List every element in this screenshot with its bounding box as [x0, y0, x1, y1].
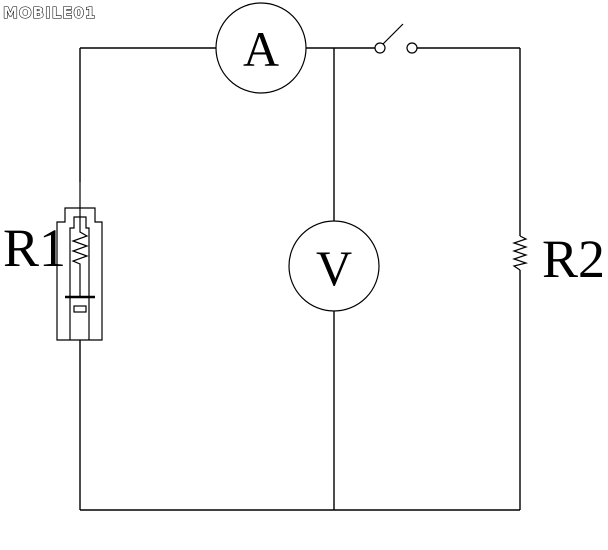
r1-label: R1: [3, 218, 66, 278]
wires: [79, 47, 521, 511]
voltmeter-symbol: V: [316, 240, 352, 296]
voltmeter: V: [288, 220, 380, 312]
voltmeter-circle: [288, 220, 380, 312]
switch-lever: [382, 23, 404, 45]
r1-zigzag: [71, 228, 89, 296]
switch-contact-right: [406, 42, 418, 54]
ammeter: A: [215, 2, 307, 94]
resistor-1-assembly: [56, 182, 103, 341]
r2-zigzag: [512, 235, 529, 271]
r1-cell-short-plate: [73, 305, 87, 313]
switch: [374, 23, 418, 54]
mobile01-watermark: MOBILE01: [2, 3, 96, 22]
ammeter-circle: [215, 2, 307, 94]
r1-housing: [56, 207, 103, 341]
watermark-text: MOBILE01: [3, 4, 96, 22]
switch-contact-left: [374, 42, 386, 54]
resistor-2: [512, 235, 529, 271]
ammeter-symbol: A: [243, 21, 279, 77]
r2-label: R2: [542, 229, 605, 289]
